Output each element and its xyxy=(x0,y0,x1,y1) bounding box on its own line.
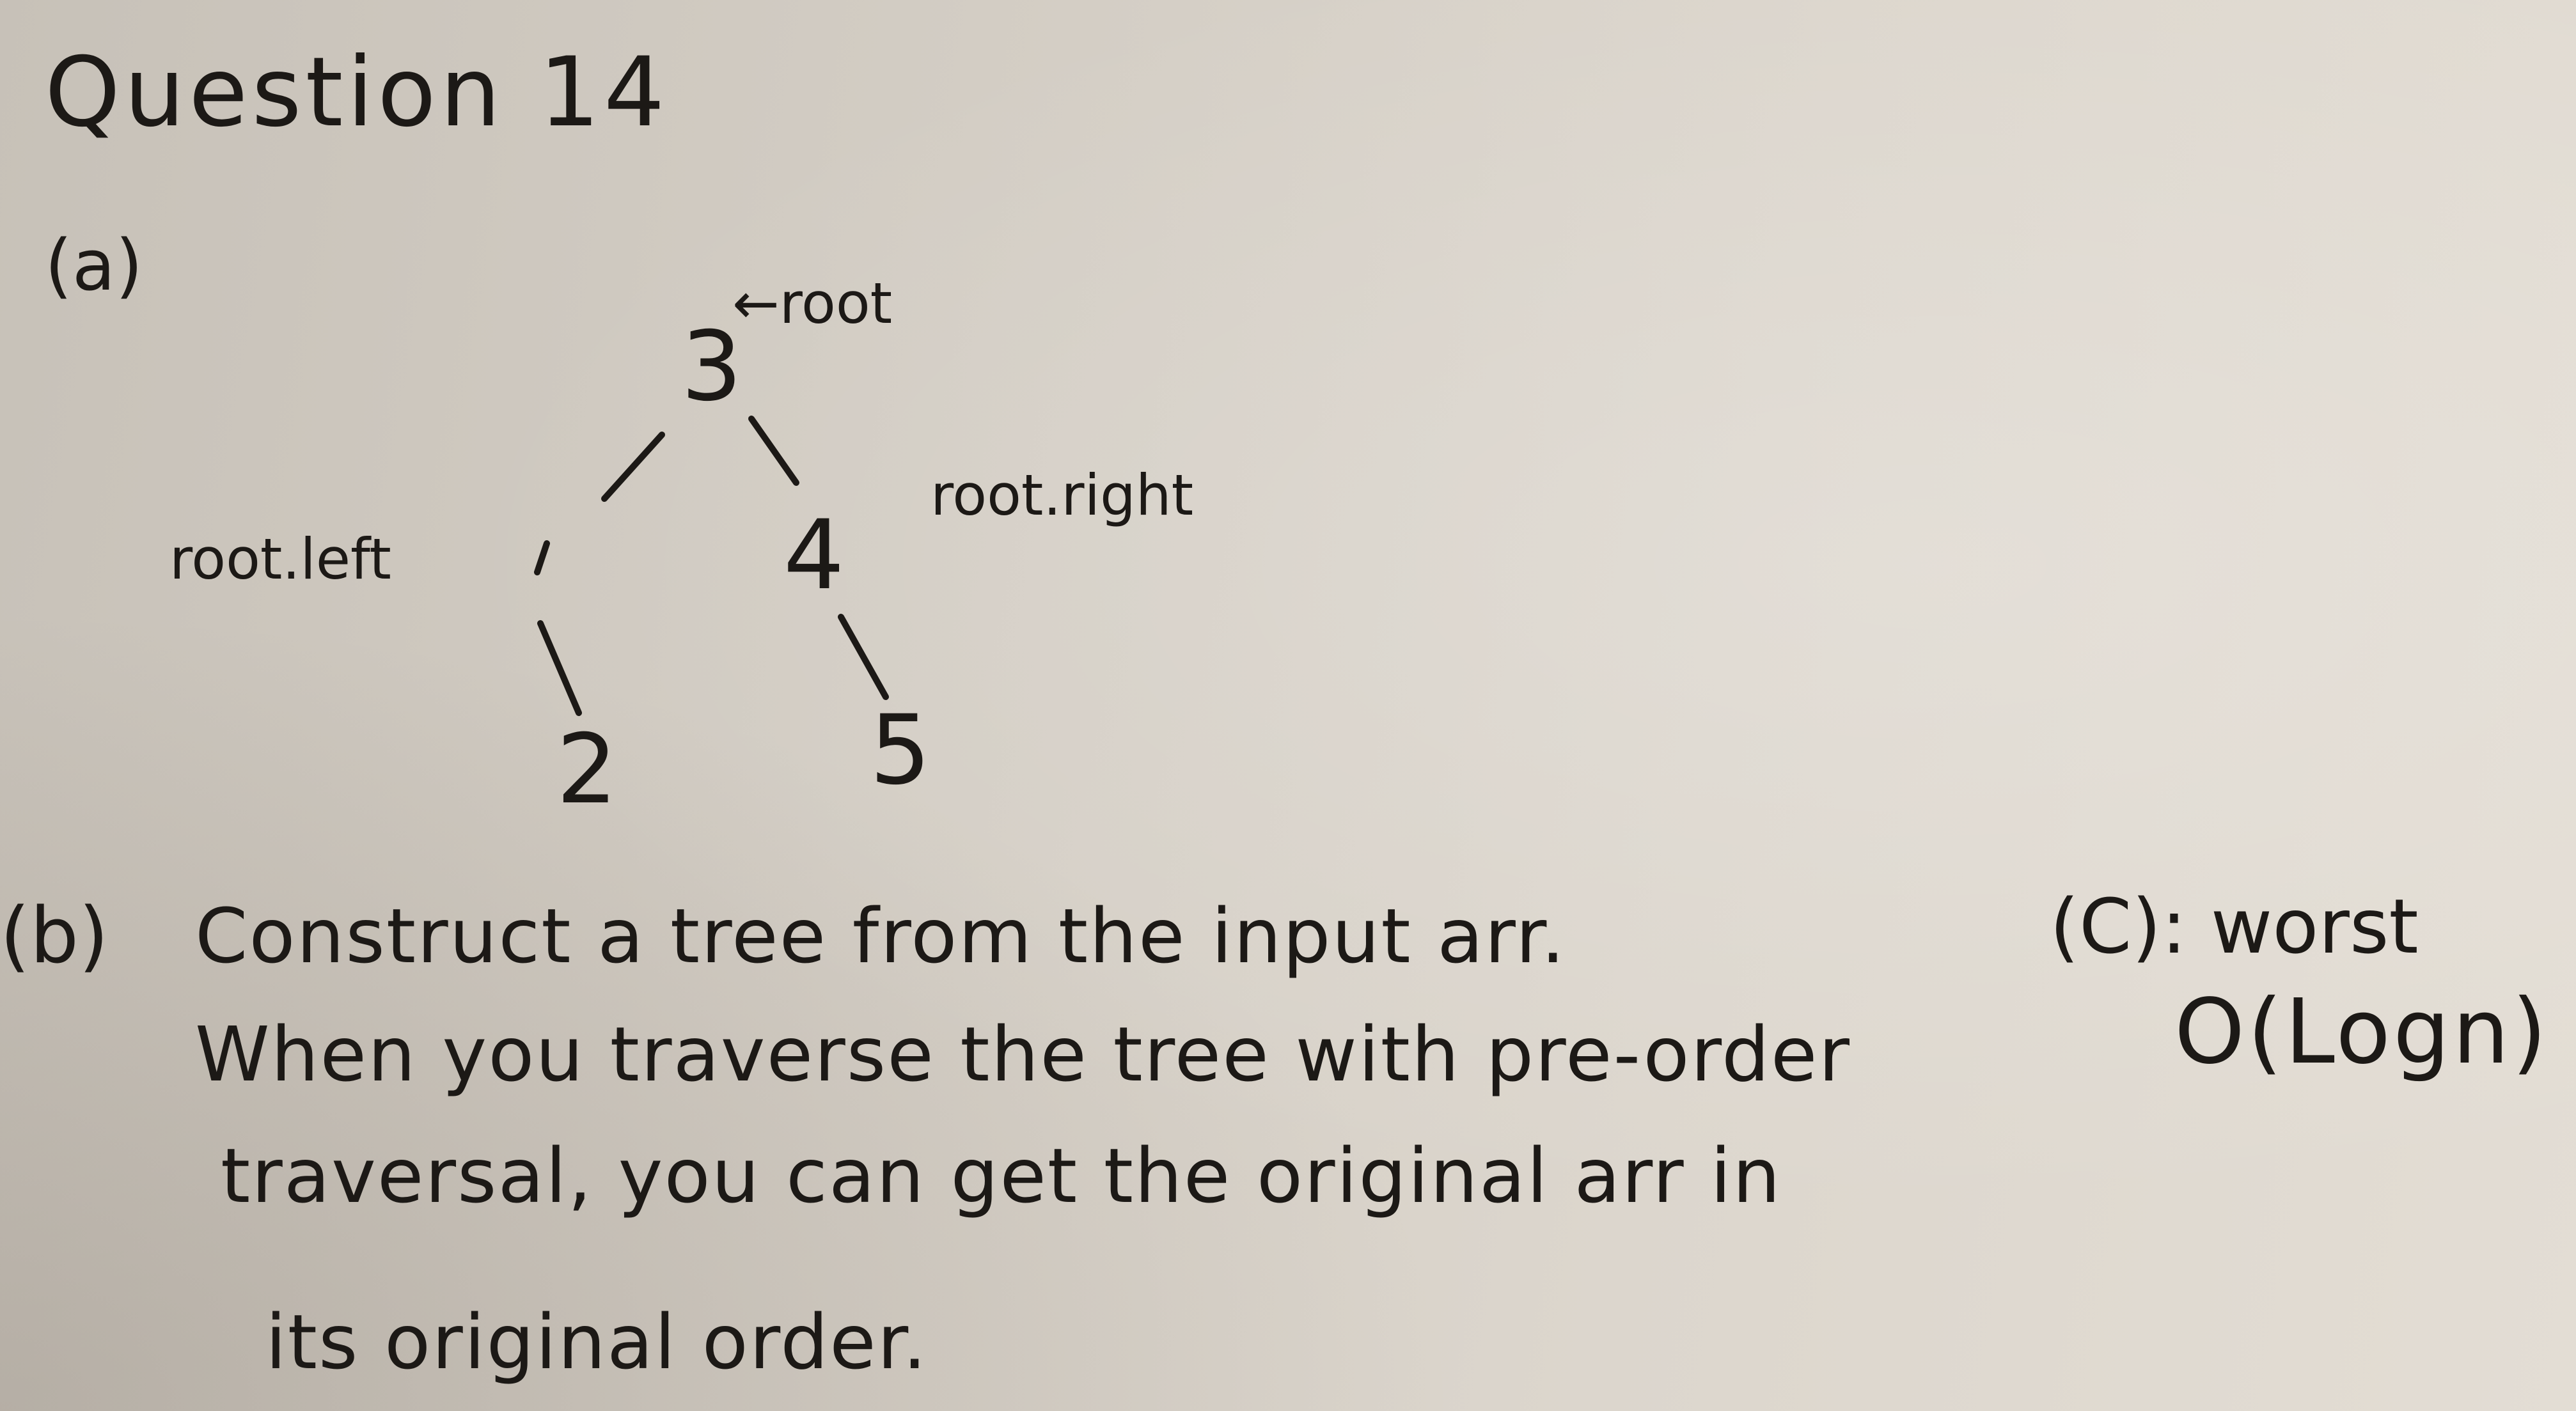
edge-right-child xyxy=(838,614,889,700)
page-title: Question 14 xyxy=(45,37,669,148)
root-pointer-label: ←root xyxy=(732,270,892,336)
tree-node-left-child: 2 xyxy=(556,714,617,825)
edge-left-child xyxy=(537,620,582,716)
left-pointer-label: root.left xyxy=(169,526,391,592)
part-b-line-1: Construct a tree from the input arr. xyxy=(195,892,1567,980)
part-b-label: (b) xyxy=(0,892,109,981)
edge-root-right xyxy=(748,416,799,486)
part-c-label: (C): worst xyxy=(2050,882,2419,971)
part-b-line-3: traversal, you can get the original arr … xyxy=(221,1132,1782,1220)
part-b-line-4: its original order. xyxy=(265,1298,928,1386)
tree-node-right: 4 xyxy=(783,500,844,611)
part-a-label: (a) xyxy=(45,224,143,306)
tree-node-root: 3 xyxy=(681,311,742,423)
edge-root-left-lower xyxy=(534,540,550,575)
part-c-answer: O(Logn) xyxy=(2174,980,2550,1084)
right-pointer-label: root.right xyxy=(931,462,1193,528)
edge-root-left-upper xyxy=(601,432,665,502)
part-b-line-2: When you traverse the tree with pre-orde… xyxy=(195,1010,1851,1098)
tree-node-right-child: 5 xyxy=(870,695,931,806)
